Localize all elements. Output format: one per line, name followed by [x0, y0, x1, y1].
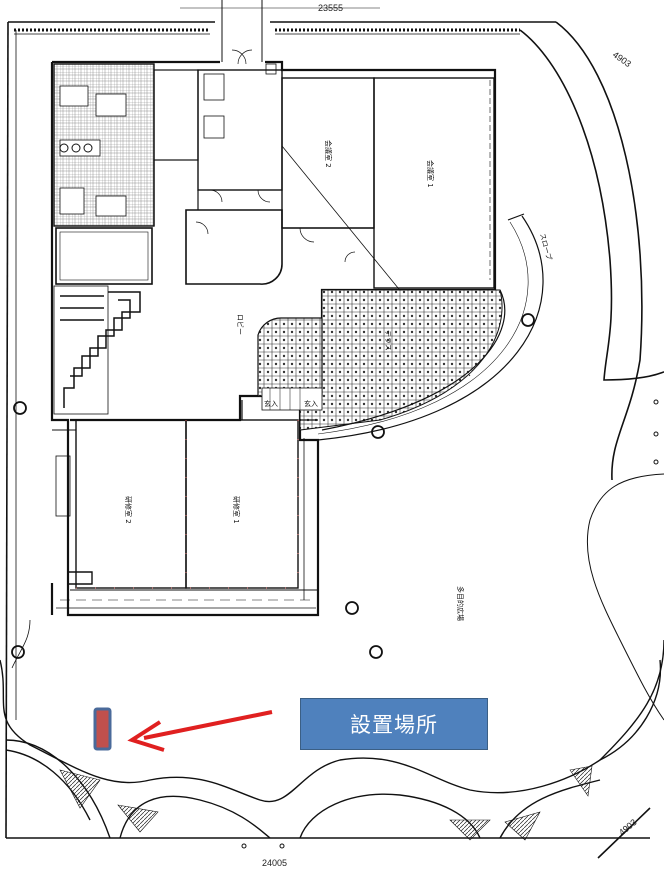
- stairs: [53, 285, 141, 415]
- tree-5: [369, 645, 383, 659]
- tree-3: [521, 313, 535, 327]
- label-plaza: 多目的広場: [456, 586, 465, 621]
- slope-hatching: [59, 765, 593, 841]
- label-terrace: テラス: [384, 330, 392, 351]
- installation-location-callout: 設置場所: [300, 698, 488, 750]
- service-rooms: [185, 63, 356, 285]
- landscape-curves: [0, 473, 664, 839]
- tree-2: [371, 425, 385, 439]
- tree-6: [11, 645, 25, 659]
- callout-label: 設置場所: [350, 713, 438, 737]
- dimension-bottom-road: 24005: [262, 858, 287, 868]
- label-meeting-1: 研修室 1: [232, 496, 241, 524]
- label-entrance-a: 玄入: [264, 399, 278, 408]
- top-gate: [221, 0, 263, 65]
- label-hall-2: 会議室 2: [324, 140, 333, 168]
- dimension-bottom-right: 4903: [617, 817, 639, 838]
- meeting-rooms: [52, 400, 318, 600]
- label-hall-1: 会議室 1: [426, 160, 435, 188]
- ramp: [317, 213, 544, 441]
- installation-marker: [93, 707, 112, 751]
- tree-4: [345, 601, 359, 615]
- label-entrance-b: 玄入: [304, 399, 318, 408]
- dimension-top-road: 23555: [318, 3, 343, 13]
- dimension-top-right: 4903: [611, 49, 633, 69]
- arrow-icon: [127, 710, 273, 752]
- tree-1: [13, 401, 27, 415]
- site-boundary: [5, 21, 664, 859]
- conference-halls: [281, 77, 495, 377]
- label-meeting-2: 研修室 2: [124, 496, 133, 524]
- restroom-block: [53, 63, 225, 285]
- label-lobby: ロビー: [236, 314, 245, 335]
- tree-symbols: [11, 313, 659, 849]
- terrace: [257, 289, 503, 431]
